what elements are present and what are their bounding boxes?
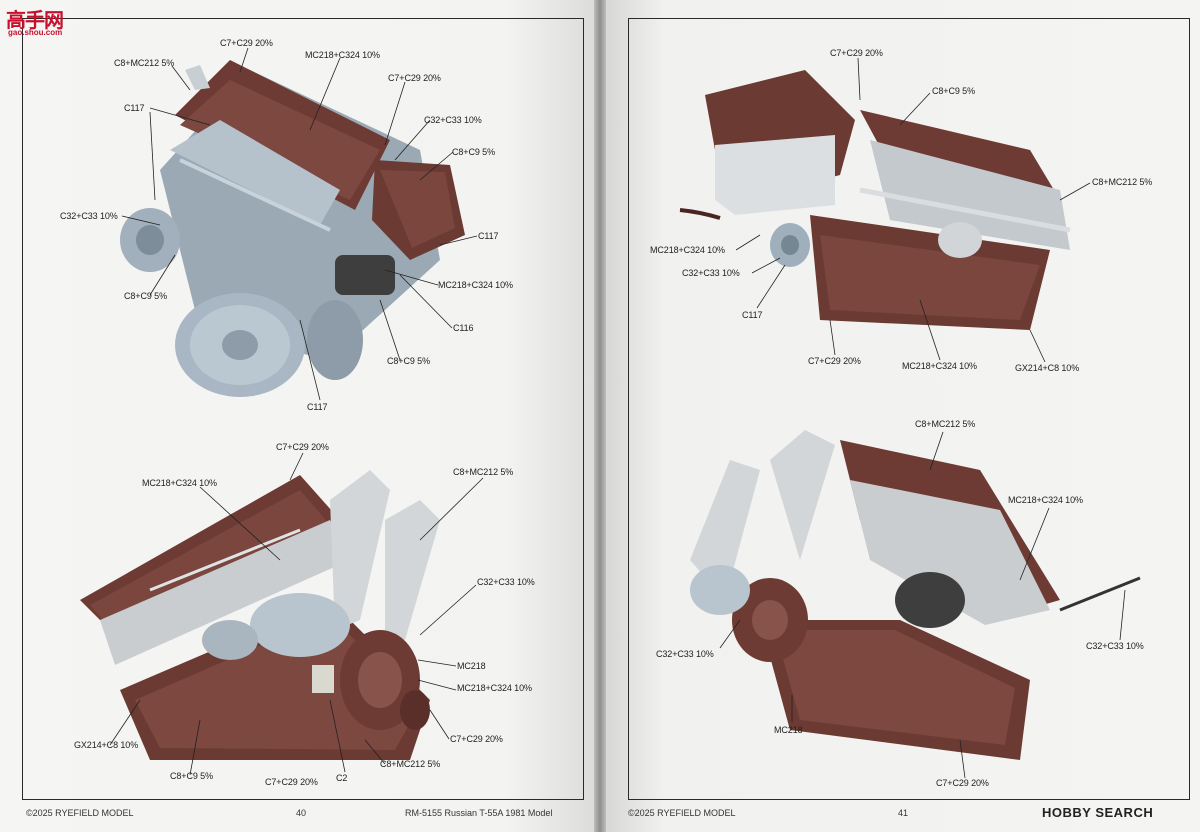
label-br-mc218c324: MC218+C324 10% [1008,495,1083,505]
label-bl-c8mc212-bottom: C8+MC212 5% [380,759,441,769]
right-page-frame [628,18,1190,800]
label-tr-mc218c324-left: MC218+C324 10% [650,245,725,255]
label-tl-c117-bottom: C117 [307,402,328,412]
label-br-c32c33-left: C32+C33 10% [656,649,714,659]
label-tl-mc218c324: MC218+C324 10% [305,50,380,60]
label-bl-mc218c324: MC218+C324 10% [142,478,217,488]
label-tl-c8mc212: C8+MC212 5% [114,58,175,68]
label-tl-c8c9-left: C8+C9 5% [124,291,167,301]
label-tl-mc218c324-lower: MC218+C324 10% [438,280,513,290]
footer-left-copyright: ©2025 RYEFIELD MODEL [26,808,134,818]
label-br-c8mc212: C8+MC212 5% [915,419,976,429]
label-tr-c8c9: C8+C9 5% [932,86,975,96]
label-br-c32c33-right: C32+C33 10% [1086,641,1144,651]
label-bl-c8c9: C8+C9 5% [170,771,213,781]
label-br-mc218: MC218 [774,725,803,735]
book-gutter [594,0,606,832]
label-tl-c7c29-right: C7+C29 20% [388,73,441,83]
watermark-logo-sub: gao.shou.com [8,28,63,37]
label-bl-c2: C2 [336,773,348,783]
leader-lines [109,47,1126,779]
label-tl-c117-right: C117 [478,231,499,241]
label-tl-c117-top: C117 [124,103,145,113]
label-br-c7c29-bottom: C7+C29 20% [936,778,989,788]
label-bl-c8mc212: C8+MC212 5% [453,467,514,477]
footer-left-page-number: 40 [296,808,307,818]
engine-view-top-right [679,70,1071,330]
label-bl-gx214c8: GX214+C8 10% [74,740,139,750]
label-tr-c7c29-top: C7+C29 20% [830,48,883,58]
watermark-logo: 高手网 gao.shou.com [4,4,68,38]
label-tr-mc218c324-bottom: MC218+C324 10% [902,361,977,371]
engine-view-bottom-left [80,470,440,760]
label-tr-c8mc212: C8+MC212 5% [1092,177,1153,187]
label-bl-c7c29-right: C7+C29 20% [450,734,503,744]
label-tl-c8c9-bottom: C8+C9 5% [387,356,430,366]
footer-right-copyright: ©2025 RYEFIELD MODEL [628,808,736,818]
label-bl-mc218c324-lower: MC218+C324 10% [457,683,532,693]
engine-view-bottom-right [690,430,1141,760]
label-tr-c7c29-bottom: C7+C29 20% [808,356,861,366]
label-bl-mc218: MC218 [457,661,486,671]
label-tl-c116: C116 [453,323,474,333]
label-bl-c7c29-top: C7+C29 20% [276,442,329,452]
label-tl-c7c29-top: C7+C29 20% [220,38,273,48]
footer-right-page-number: 41 [898,808,909,818]
label-tr-c32c33: C32+C33 10% [682,268,740,278]
watermark-logo-main: 高手网 [6,8,64,32]
label-tl-c32c33-right: C32+C33 10% [424,115,482,125]
label-tl-c8c9-right: C8+C9 5% [452,147,495,157]
label-tr-gx214c8: GX214+C8 10% [1015,363,1080,373]
engine-view-top-left [120,60,465,397]
footer-left-title: RM-5155 Russian T-55A 1981 Model [405,808,553,818]
left-page-frame [22,18,584,800]
watermark-hobby-search: HOBBY SEARCH [1042,805,1154,820]
label-bl-c7c29-bottom: C7+C29 20% [265,777,318,787]
label-tr-c117: C117 [742,310,763,320]
label-tl-c32c33-left: C32+C33 10% [60,211,118,221]
label-bl-c32c33: C32+C33 10% [477,577,535,587]
